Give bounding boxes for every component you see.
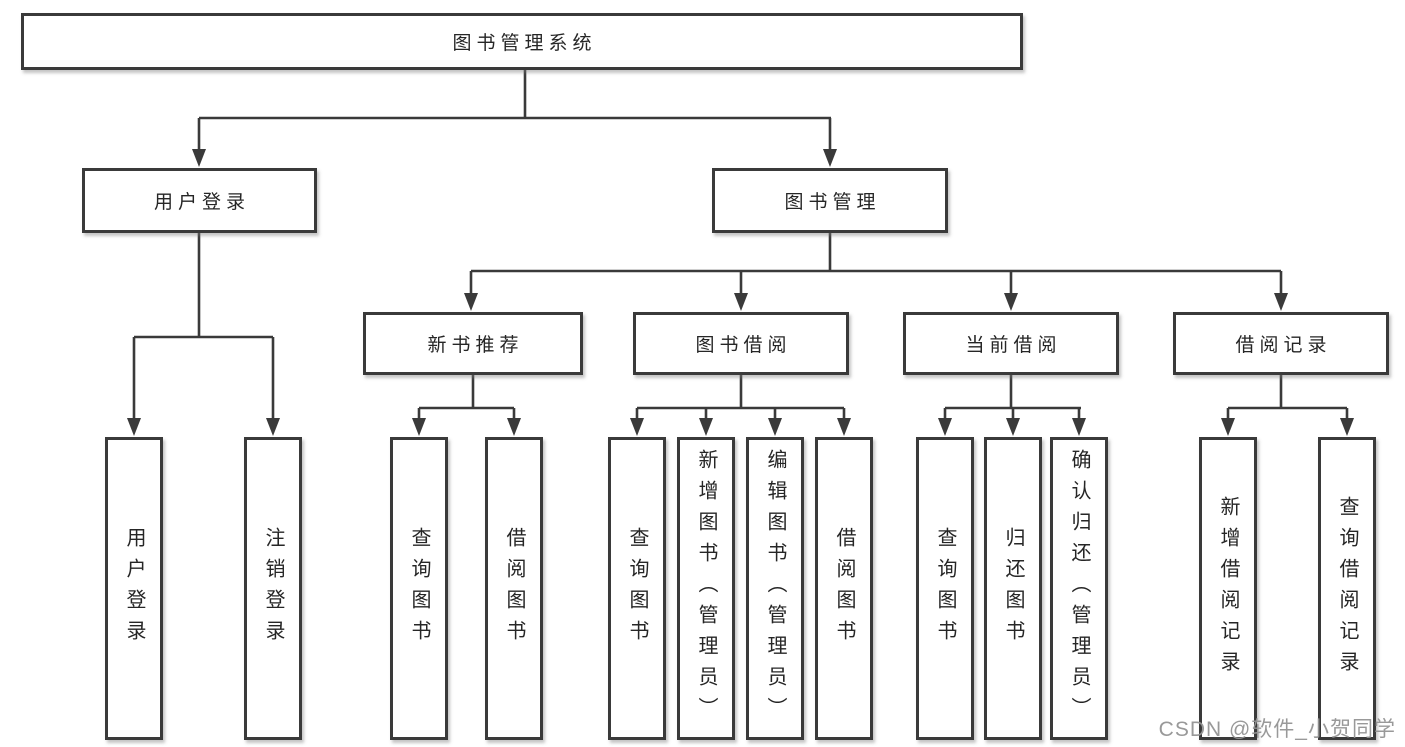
node-borrowing-records: 借阅记录 <box>1173 312 1389 375</box>
leaf-label: 查询图书 <box>408 526 430 651</box>
leaf-query-books: 查询图书 <box>608 437 666 740</box>
node-library-management-system: 图书管理系统 <box>21 13 1023 70</box>
leaf-user-login: 用户登录 <box>105 437 163 740</box>
leaf-label: 确认归还（管理员） <box>1068 449 1090 728</box>
leaf-label: 归还图书 <box>1002 526 1024 651</box>
node-user-login-module: 用户登录 <box>82 168 317 233</box>
node-label: 图书管理系统 <box>452 33 597 54</box>
leaf-return-books: 归还图书 <box>984 437 1042 740</box>
node-label: 图书管理 <box>784 192 881 213</box>
node-book-management-module: 图书管理 <box>712 168 948 233</box>
leaf-label: 借阅图书 <box>833 526 855 651</box>
leaf-edit-books-admin: 编辑图书（管理员） <box>746 437 804 740</box>
leaf-label: 注销登录 <box>262 526 284 651</box>
node-book-borrowing: 图书借阅 <box>633 312 849 375</box>
leaf-label: 查询图书 <box>626 526 648 651</box>
leaf-add-books-admin: 新增图书（管理员） <box>677 437 735 740</box>
leaf-query-books: 查询图书 <box>916 437 974 740</box>
leaf-label: 编辑图书（管理员） <box>764 449 786 728</box>
leaf-label: 用户登录 <box>123 526 145 651</box>
leaf-label: 新增借阅记录 <box>1217 495 1239 682</box>
leaf-confirm-return-admin: 确认归还（管理员） <box>1050 437 1108 740</box>
leaf-query-borrow-record: 查询借阅记录 <box>1318 437 1376 740</box>
node-label: 新书推荐 <box>427 335 524 356</box>
csdn-watermark: CSDN @软件_小贺同学 <box>1158 718 1396 741</box>
node-current-borrowing: 当前借阅 <box>903 312 1119 375</box>
leaf-borrow-books: 借阅图书 <box>485 437 543 740</box>
node-label: 当前借阅 <box>965 335 1062 356</box>
leaf-label: 新增图书（管理员） <box>695 449 717 728</box>
leaf-label: 查询图书 <box>934 526 956 651</box>
leaf-label: 查询借阅记录 <box>1336 495 1358 682</box>
node-label: 借阅记录 <box>1235 335 1332 356</box>
leaf-add-borrow-record: 新增借阅记录 <box>1199 437 1257 740</box>
node-new-book-recommendation: 新书推荐 <box>363 312 583 375</box>
node-label: 图书借阅 <box>695 335 792 356</box>
leaf-borrow-books: 借阅图书 <box>815 437 873 740</box>
leaf-query-books: 查询图书 <box>390 437 448 740</box>
leaf-label: 借阅图书 <box>503 526 525 651</box>
node-label: 用户登录 <box>153 192 250 213</box>
leaf-logout: 注销登录 <box>244 437 302 740</box>
